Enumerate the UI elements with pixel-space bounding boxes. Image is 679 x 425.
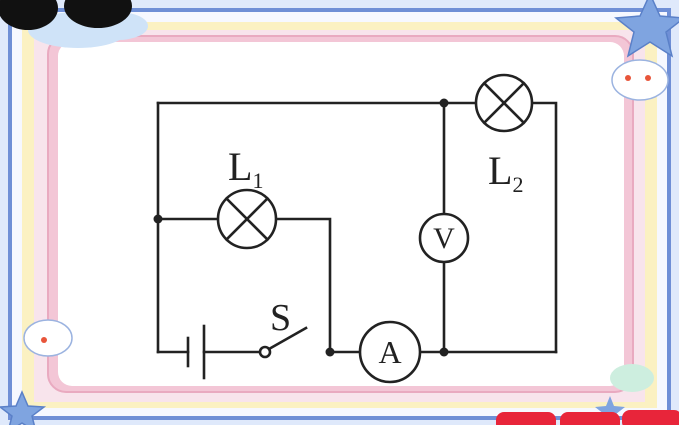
voltmeter-symbol: V	[433, 222, 455, 255]
cloud-face-right	[611, 59, 669, 101]
star-icon	[614, 0, 679, 58]
lamp-l1-icon	[216, 188, 278, 250]
junction-dot	[325, 347, 335, 357]
junction-dots	[153, 98, 449, 357]
lamp-l2-icon	[474, 73, 534, 133]
circuit-diagram	[156, 73, 558, 384]
wire-l1-right	[274, 217, 332, 354]
lamp-l1-subscript: 1	[252, 168, 263, 193]
voltmeter-icon	[418, 212, 470, 264]
switch-label: S	[270, 297, 291, 339]
lamp-l2-label: L2	[488, 148, 523, 197]
junction-dot	[439, 347, 449, 357]
wire-top-right	[530, 101, 558, 354]
mint-blob-decoration	[610, 364, 654, 392]
eyes-decoration	[0, 0, 132, 30]
lamp-l2-subscript: 2	[512, 172, 523, 197]
lamp-l2-letter: L	[488, 148, 512, 193]
star-icon	[595, 396, 625, 425]
star-icon	[0, 390, 47, 425]
junction-dot	[439, 98, 449, 108]
lamp-l1-label: L1	[228, 144, 263, 193]
battery-icon	[186, 324, 206, 380]
switch-icon	[258, 326, 308, 359]
ammeter-icon	[358, 320, 422, 384]
ammeter-symbol: A	[378, 334, 401, 370]
junction-dot	[153, 214, 163, 224]
lamp-l1-letter: L	[228, 144, 252, 189]
heart-icons	[496, 410, 679, 425]
cloud-face-left	[23, 319, 73, 357]
